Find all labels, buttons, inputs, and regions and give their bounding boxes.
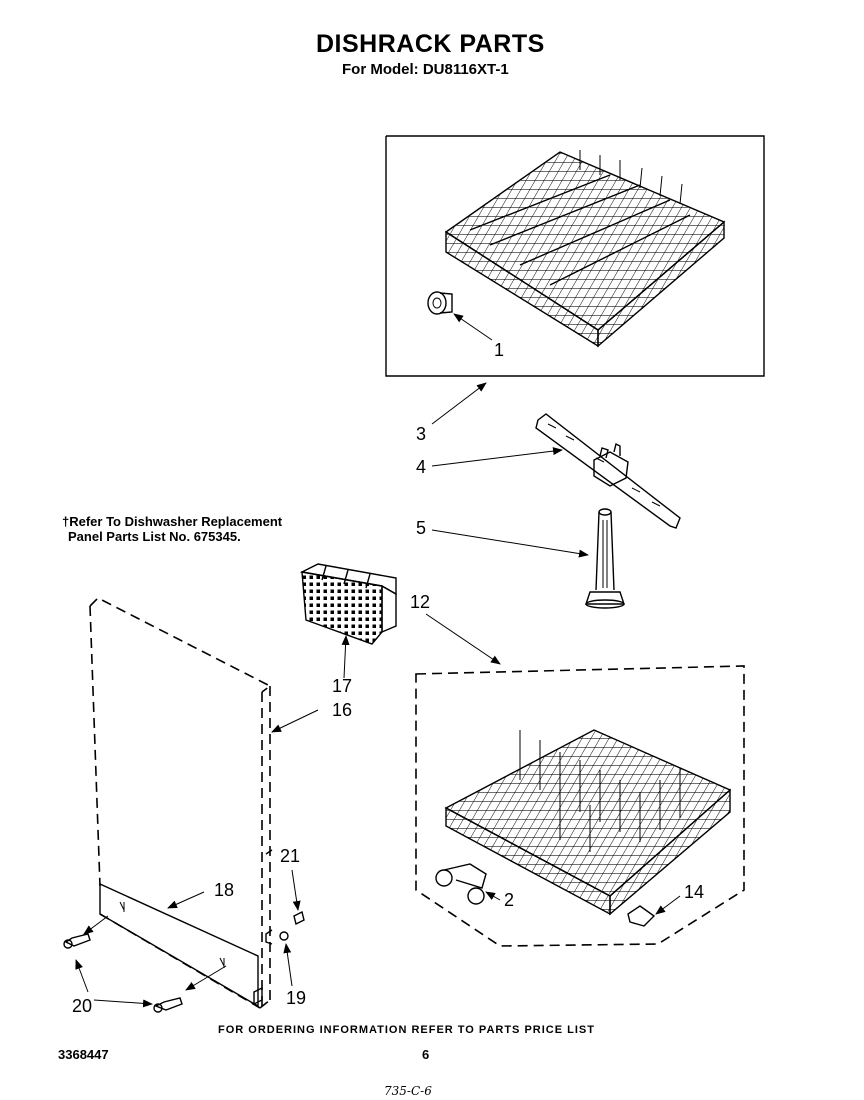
part-4-spray-arm [535,413,681,529]
page-number: 6 [422,1047,430,1062]
leader-20a [83,915,109,935]
upper-rack-box [385,135,765,377]
part-19-21-fasteners [265,849,305,945]
callout-17: 17 [332,676,353,696]
part-16-door-panel [89,597,272,1009]
leader-17 [341,635,350,679]
leader-21 [291,869,301,911]
leader-1 [453,313,493,341]
callout-19: 19 [286,988,307,1008]
lower-dishrack [444,729,732,916]
ordering-info: FOR ORDERING INFORMATION REFER TO PARTS … [218,1024,595,1036]
callout-3: 3 [416,424,427,444]
part-17-silverware-basket [299,563,397,645]
leader-14 [655,895,681,915]
leader-20d [93,999,153,1008]
part-5-tower [585,508,625,609]
callout-16: 16 [332,700,353,720]
callout-2: 2 [504,890,515,910]
part-18-trim-strip [99,882,263,1009]
part-2-rack-roller [435,863,487,905]
leader-5 [431,529,589,558]
model-subtitle: For Model: DU8116XT-1 [342,61,509,78]
replacement-note-line2: Panel Parts List No. 675345. [68,529,241,544]
part-14-cap [627,905,656,927]
callout-1: 1 [494,340,505,360]
callout-20: 20 [72,996,93,1016]
leader-12 [425,613,501,665]
callout-18: 18 [214,880,235,900]
replacement-note: †Refer To Dishwasher Replacement Panel P… [62,514,282,544]
replacement-note-line1: †Refer To Dishwasher Replacement [62,514,283,529]
leader-20b [185,965,227,991]
leader-18 [167,891,205,909]
leader-4 [431,447,563,467]
leader-3 [431,382,487,425]
leader-20c [75,959,89,993]
upper-dishrack [444,150,726,348]
leader-2 [485,891,501,901]
part-1-rack-wheel [427,291,453,315]
callout-14: 14 [684,882,705,902]
callout-12: 12 [410,592,431,612]
document-number: 3368447 [58,1047,109,1062]
callout-21: 21 [280,846,301,866]
handwritten-note: 735-C-6 [384,1084,432,1098]
page-title: DISHRACK PARTS [316,30,545,58]
callout-5: 5 [416,518,427,538]
callout-4: 4 [416,457,427,477]
leader-16 [271,709,319,733]
lower-rack-box [415,665,745,947]
part-20-screws [63,933,183,1013]
leader-19 [283,943,293,987]
